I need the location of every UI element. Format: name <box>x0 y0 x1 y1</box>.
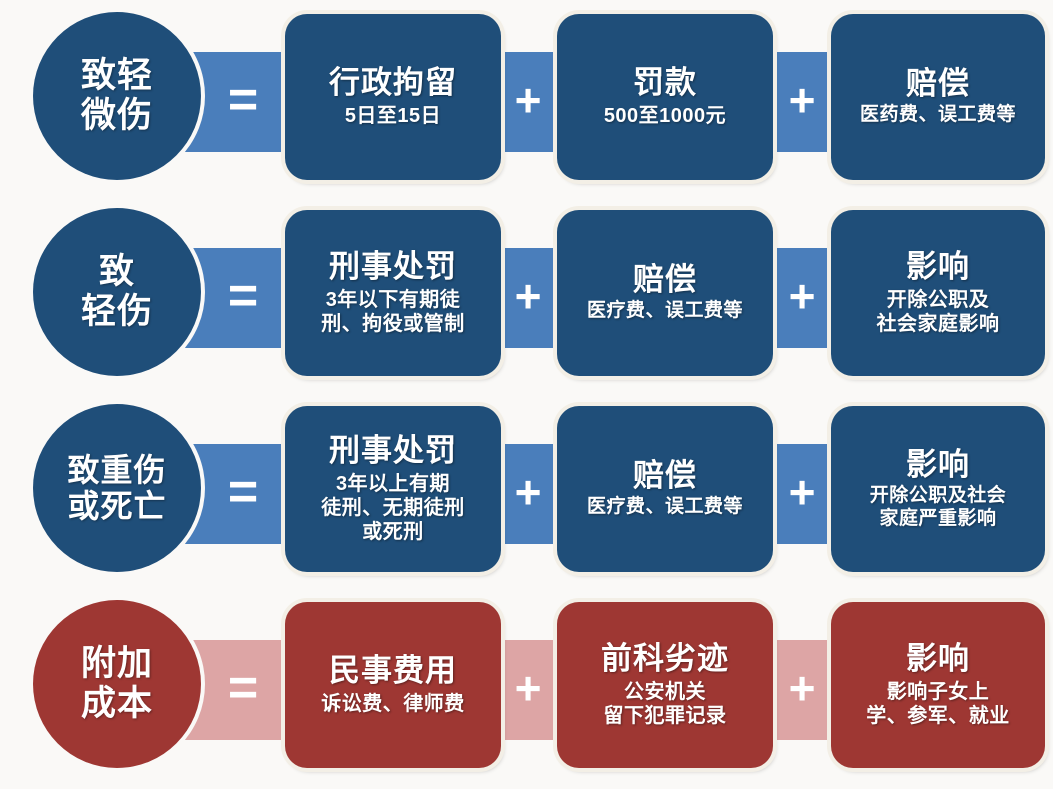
consequence-card-row1-3[interactable]: 赔偿 医药费、误工费等 <box>831 14 1045 180</box>
card-subtitle: 诉讼费、律师费 <box>321 692 465 715</box>
card-title: 罚款 <box>633 65 697 101</box>
category-circle-row2[interactable]: 致 轻伤 <box>33 208 201 376</box>
plus-sign: + <box>514 662 542 714</box>
card-title: 赔偿 <box>633 458 697 494</box>
card-subtitle: 医药费、误工费等 <box>859 104 1016 126</box>
plus-sign: + <box>788 466 816 518</box>
card-title: 赔偿 <box>633 262 697 298</box>
card-subtitle: 5日至15日 <box>344 104 442 127</box>
consequence-card-row3-1[interactable]: 刑事处罚 3年以上有期 徒刑、无期徒刑 或死刑 <box>285 406 501 572</box>
row-light-injury: = + + 致 轻伤 刑事处罚 3年以下有期徒 刑、拘役或管制 赔偿 医疗费、误… <box>0 198 1053 388</box>
category-label: 致重伤 或死亡 <box>67 451 167 524</box>
row-additional-cost: = + + 附加 成本 民事费用 诉讼费、律师费 前科劣迹 公安机关 留下犯罪记… <box>0 590 1053 780</box>
plus-sign: + <box>514 74 542 126</box>
plus-sign: + <box>514 270 542 322</box>
consequence-card-row2-2[interactable]: 赔偿 医疗费、误工费等 <box>557 210 773 376</box>
row-serious-injury-or-death: = + + 致重伤 或死亡 刑事处罚 3年以上有期 徒刑、无期徒刑 或死刑 赔偿… <box>0 394 1053 584</box>
consequence-card-row2-1[interactable]: 刑事处罚 3年以下有期徒 刑、拘役或管制 <box>285 210 501 376</box>
equals-sign: = <box>227 267 259 325</box>
card-subtitle: 医疗费、误工费等 <box>586 300 743 322</box>
card-title: 影响 <box>906 249 970 285</box>
plus-sign: + <box>514 466 542 518</box>
plus-sign: + <box>788 74 816 126</box>
consequence-card-row3-2[interactable]: 赔偿 医疗费、误工费等 <box>557 406 773 572</box>
card-subtitle: 医疗费、误工费等 <box>586 496 743 518</box>
consequence-card-row4-3[interactable]: 影响 影响子女上 学、参军、就业 <box>831 602 1045 768</box>
card-title: 行政拘留 <box>329 65 457 101</box>
category-circle-row1[interactable]: 致轻 微伤 <box>33 12 201 180</box>
equals-sign: = <box>227 659 259 717</box>
category-label: 致轻 微伤 <box>80 56 153 135</box>
card-subtitle: 公安机关 留下犯罪记录 <box>603 680 727 727</box>
equals-sign: = <box>227 463 259 521</box>
consequence-card-row3-3[interactable]: 影响 开除公职及社会 家庭严重影响 <box>831 406 1045 572</box>
card-title: 刑事处罚 <box>329 433 457 469</box>
row-minor-injury: = + + 致轻 微伤 行政拘留 5日至15日 罚款 500至1000元 赔偿 … <box>0 2 1053 192</box>
card-subtitle: 开除公职及 社会家庭影响 <box>876 288 1000 335</box>
consequence-card-row1-2[interactable]: 罚款 500至1000元 <box>557 14 773 180</box>
card-subtitle: 开除公职及社会 家庭严重影响 <box>869 484 1007 529</box>
consequence-card-row1-1[interactable]: 行政拘留 5日至15日 <box>285 14 501 180</box>
category-circle-row3[interactable]: 致重伤 或死亡 <box>33 404 201 572</box>
consequence-card-row4-2[interactable]: 前科劣迹 公安机关 留下犯罪记录 <box>557 602 773 768</box>
consequence-card-row4-1[interactable]: 民事费用 诉讼费、律师费 <box>285 602 501 768</box>
card-subtitle: 影响子女上 学、参军、就业 <box>866 680 1010 727</box>
plus-sign: + <box>788 270 816 322</box>
category-label: 附加 成本 <box>80 644 153 723</box>
card-title: 赔偿 <box>906 66 970 102</box>
equals-sign: = <box>227 71 259 129</box>
consequence-card-row2-3[interactable]: 影响 开除公职及 社会家庭影响 <box>831 210 1045 376</box>
category-circle-row4[interactable]: 附加 成本 <box>33 600 201 768</box>
card-subtitle: 3年以上有期 徒刑、无期徒刑 或死刑 <box>321 472 465 543</box>
card-title: 影响 <box>906 641 970 677</box>
card-subtitle: 3年以下有期徒 刑、拘役或管制 <box>321 288 465 335</box>
card-title: 刑事处罚 <box>329 249 457 285</box>
card-subtitle: 500至1000元 <box>603 104 727 127</box>
category-label: 致 轻伤 <box>80 252 153 331</box>
card-title: 民事费用 <box>329 653 457 689</box>
card-title: 影响 <box>906 446 970 482</box>
plus-sign: + <box>788 662 816 714</box>
card-title: 前科劣迹 <box>601 641 729 677</box>
